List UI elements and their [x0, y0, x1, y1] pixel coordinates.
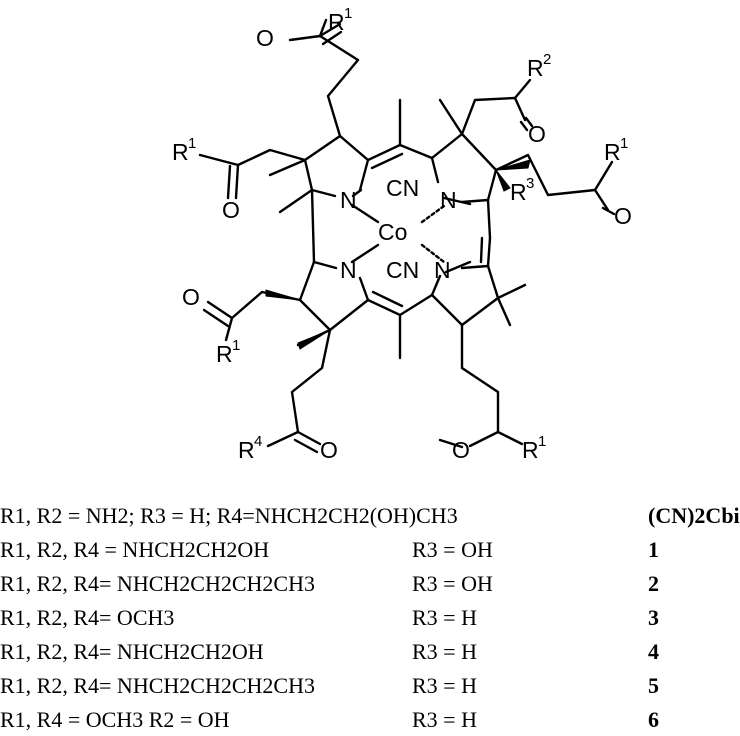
substituent-definition: R1, R2, R4= NHCH2CH2CH2CH3: [0, 673, 315, 698]
oxygen-atom: O: [222, 197, 240, 223]
svg-text:3: 3: [526, 175, 534, 192]
r4-label: R: [238, 437, 255, 463]
wedge-bond: [495, 159, 531, 171]
oxygen-atom: O: [528, 121, 546, 147]
atom-labels: Co CN CN N N N N O R 1 R 1 O R 2 O R 3 R…: [172, 5, 632, 463]
r2-label: R: [527, 55, 544, 81]
wedge-bond: [297, 329, 331, 350]
nitrogen-atom: N: [340, 257, 357, 283]
cyanide-ligand-bottom: CN: [386, 257, 419, 283]
legend-row: R1, R2, R4 = NHCH2CH2OH R3 = OH 1: [0, 534, 740, 566]
legend-row: R1, R4 = OCH3 R2 = OH R3 = H 6: [0, 704, 740, 736]
legend-row: R1, R2 = NH2; R3 = H; R4=NHCH2CH2(OH)CH3…: [0, 500, 740, 532]
r3-definition: R3 = OH: [412, 537, 493, 562]
legend-row: R1, R2, R4= NHCH2CH2OH R3 = H 4: [0, 636, 740, 668]
svg-text:1: 1: [232, 337, 240, 354]
r3-definition: R3 = OH: [412, 571, 493, 596]
r1-label: R: [172, 139, 189, 165]
oxygen-atom: O: [614, 203, 632, 229]
r3-definition: R3 = H: [412, 605, 477, 630]
cyanide-ligand-top: CN: [386, 175, 419, 201]
corrin-structure-diagram: Co CN CN N N N N O R 1 R 1 O R 2 O R 3 R…: [172, 5, 632, 463]
compound-label: 6: [648, 707, 659, 732]
svg-text:2: 2: [543, 51, 551, 68]
r1-label: R: [604, 139, 621, 165]
methyl-groups: [268, 98, 527, 347]
nitrogen-atom: N: [340, 187, 357, 213]
substituent-definition: R1, R2, R4 = NHCH2CH2OH: [0, 537, 270, 562]
r3-definition: R3 = H: [412, 707, 477, 732]
svg-text:1: 1: [620, 135, 628, 152]
compound-label: (CN)2Cbi: [648, 503, 740, 528]
oxygen-atom: O: [452, 437, 470, 463]
oxygen-atom: O: [182, 284, 200, 310]
wedge-bond: [495, 169, 511, 192]
svg-text:1: 1: [344, 5, 352, 22]
oxygen-atom: O: [256, 25, 274, 51]
side-chains: [198, 18, 616, 454]
legend-row: R1, R2, R4= NHCH2CH2CH2CH3 R3 = H 5: [0, 670, 740, 702]
substituent-definition: R1, R4 = OCH3 R2 = OH: [0, 707, 230, 732]
svg-text:1: 1: [538, 433, 546, 450]
substituent-definition: R1, R2, R4= NHCH2CH2CH2CH3: [0, 571, 315, 596]
substituent-definition: R1, R2, R4= NHCH2CH2OH: [0, 639, 264, 664]
wedge-bond: [265, 289, 301, 301]
svg-text:1: 1: [188, 135, 196, 152]
substituent-definition: R1, R2 = NH2; R3 = H; R4=NHCH2CH2(OH)CH3: [0, 503, 458, 528]
r1-label: R: [328, 9, 345, 35]
r3-label: R: [510, 179, 527, 205]
r1-label: R: [216, 341, 233, 367]
substituent-definition: R1, R2, R4= OCH3: [0, 605, 175, 630]
corrin-ring-bonds: [298, 98, 500, 360]
legend-row: R1, R2, R4= NHCH2CH2CH2CH3 R3 = OH 2: [0, 568, 740, 600]
compound-label: 2: [648, 571, 659, 596]
cobalt-atom: Co: [378, 219, 407, 245]
nitrogen-atom: N: [440, 187, 457, 213]
oxygen-atom: O: [320, 437, 338, 463]
compound-label: 1: [648, 537, 659, 562]
compound-label: 3: [648, 605, 659, 630]
compound-label: 4: [648, 639, 659, 664]
r3-definition: R3 = H: [412, 639, 477, 664]
r3-definition: R3 = H: [412, 673, 477, 698]
legend-row: R1, R2, R4= OCH3 R3 = H 3: [0, 602, 740, 634]
compound-label: 5: [648, 673, 659, 698]
svg-text:4: 4: [254, 433, 262, 450]
nitrogen-atom: N: [434, 257, 451, 283]
r1-label: R: [522, 437, 539, 463]
